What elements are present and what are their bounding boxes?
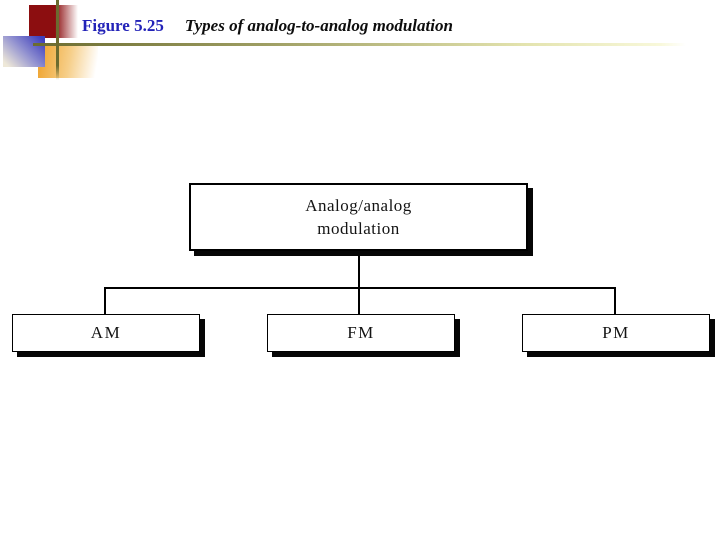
decor-red-square bbox=[29, 5, 79, 38]
decor-vertical-line bbox=[56, 0, 59, 80]
node-fm: FM bbox=[267, 314, 455, 352]
header-caption: Figure 5.25 Types of analog-to-analog mo… bbox=[82, 16, 453, 36]
header-rule-line bbox=[33, 43, 686, 46]
figure-number-label: Figure 5.25 bbox=[82, 16, 164, 35]
node-label: PM bbox=[602, 323, 630, 342]
node-label: AM bbox=[90, 323, 122, 342]
node-analog-analog-modulation: Analog/analog modulation bbox=[189, 183, 528, 251]
figure-title: Types of analog-to-analog modulation bbox=[184, 16, 453, 35]
node-am: AM bbox=[12, 314, 200, 352]
node-label: Analog/analog modulation bbox=[305, 196, 412, 238]
connector-stub-am bbox=[104, 289, 106, 314]
decor-blue-square bbox=[3, 36, 45, 67]
connector-stub-pm bbox=[614, 289, 616, 314]
decor-orange-square bbox=[38, 46, 98, 78]
connector-stub-fm bbox=[358, 289, 360, 314]
node-label: FM bbox=[347, 323, 375, 342]
connector-root-stem bbox=[358, 251, 360, 289]
connector-horizontal-bar bbox=[104, 287, 616, 289]
node-pm: PM bbox=[522, 314, 710, 352]
